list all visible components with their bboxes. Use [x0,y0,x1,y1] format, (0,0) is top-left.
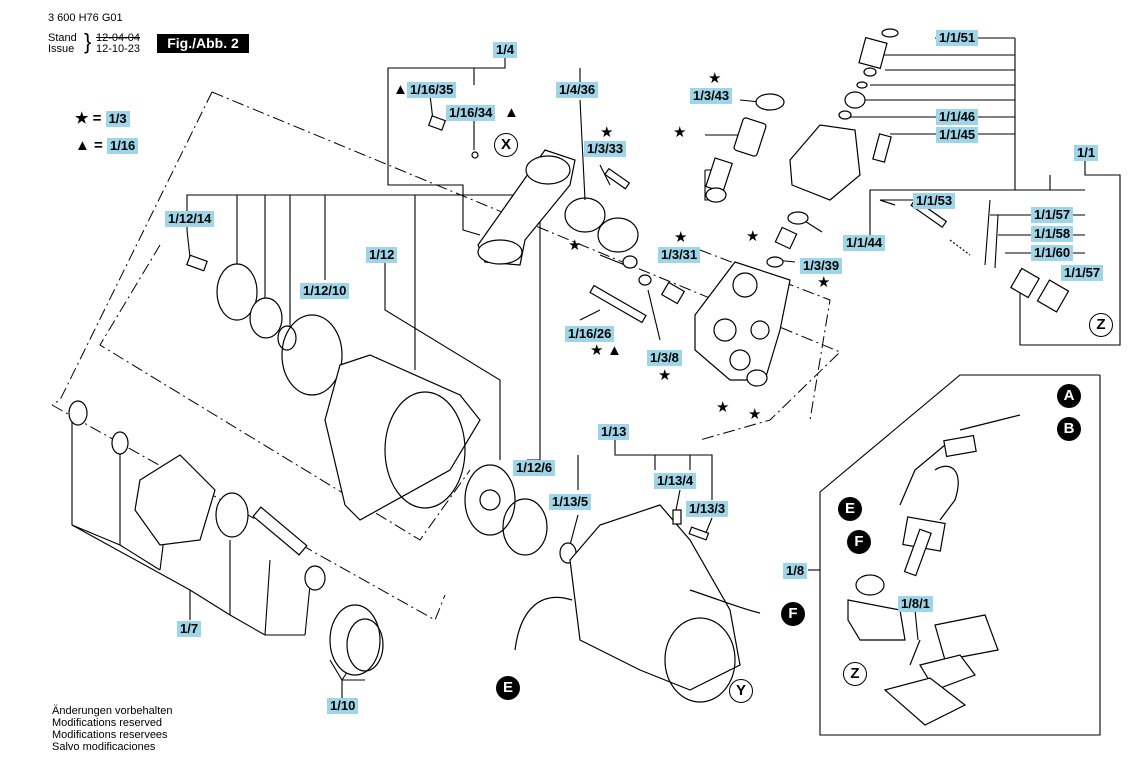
issue-date: 12-10-23 [96,43,141,55]
star-icon: ★ [674,229,688,246]
part-label: 1/16/26 [565,326,615,342]
part-label: 1/8 [783,563,808,579]
part-label: 1/16/35 [407,82,457,98]
part-shapes [68,28,1070,726]
part-label: 1/12/6 [513,460,556,476]
part-label: 1/10 [327,698,359,714]
part-label: 1/1/45 [936,127,979,143]
star-icon: ★ [817,274,831,291]
motor-housing [324,354,481,521]
legend-equals: = [94,137,103,154]
star-icon: ★ [600,124,614,141]
part-label: 1/13/5 [549,494,592,510]
footer-notes: Änderungen vorbehalten Modifications res… [52,705,172,753]
star-icon: ★ [708,70,722,87]
connector-f-icon: F [781,602,805,626]
part-label: 1/7 [177,621,202,637]
issue-label: Issue [48,43,75,55]
figure-badge: Fig./Abb. 2 [157,34,249,53]
triangle-icon: ▲ [504,104,519,121]
footer-line: Salvo modificaciones [52,741,156,753]
star-icon: ★ [590,342,604,359]
star-icon: ★ [568,237,582,254]
footer-line: Modifications reservees [52,729,168,741]
legend-triangle: ▲ = 1/16 [75,137,139,155]
part-label: 1/1/57 [1031,207,1074,223]
header-brace: } [84,29,92,54]
connector-z-icon: Z [1089,313,1113,337]
star-icon: ★ [75,110,89,127]
part-label: 1/1/60 [1031,245,1074,261]
stand-date: 12-04-04 [96,32,141,44]
part-label: 1/3/33 [584,141,627,157]
part-label: 1/1/44 [843,235,886,251]
part-label: 1/3/8 [647,350,682,366]
triangle-icon: ▲ [607,342,622,359]
part-label: 1/12/14 [165,211,215,227]
part-label: 1/1/53 [913,193,956,209]
connector-e-icon: E [838,497,862,521]
part-label: 1/16/34 [446,105,496,121]
triangle-icon: ▲ [75,137,90,154]
connector-y-icon: Y [729,679,753,703]
part-label: 1/1/58 [1031,226,1074,242]
connector-e-icon: E [496,676,520,700]
stand-label: Stand [48,32,77,44]
star-icon: ★ [673,124,687,141]
part-label: 1/1 [1074,145,1099,161]
switch-cover [934,614,999,661]
legend-star-ref: 1/3 [105,111,130,127]
part-label: 1/12/10 [300,283,350,299]
part-label: 1/3/31 [658,247,701,263]
legend-triangle-ref: 1/16 [106,138,139,154]
connector-x-icon: X [494,133,518,157]
part-label: 1/13/3 [686,501,729,517]
legend-star: ★ = 1/3 [75,110,130,128]
part-label: 1/1/57 [1061,265,1104,281]
part-label: 1/1/51 [936,30,979,46]
footer-line: Änderungen vorbehalten [52,705,173,717]
part-label: 1/3/39 [800,258,843,274]
part-label: 1/8/1 [898,596,933,612]
part-label: 1/13/4 [654,473,697,489]
part-label: 1/4 [493,42,518,58]
connector-a-icon: A [1057,384,1081,408]
leader-lines [71,37,1121,736]
star-icon: ★ [716,399,730,416]
part-label: 1/12 [366,247,398,263]
gear-housing [569,504,741,691]
connector-z-icon: Z [843,662,867,686]
valve-housing [789,124,861,201]
star-icon: ★ [658,367,672,384]
document-number: 3 600 H76 G01 [48,12,123,24]
part-label: 1/4/36 [556,82,599,98]
connector-b-icon: B [1057,417,1081,441]
star-icon: ★ [748,406,762,423]
star-icon: ★ [746,228,760,245]
part-label: 1/13 [598,424,630,440]
part-label: 1/3/43 [690,88,733,104]
connector-f-icon: F [847,530,871,554]
part-label: 1/1/46 [936,109,979,125]
footer-line: Modifications reserved [52,717,163,729]
pump-head [694,261,791,381]
legend-equals: = [92,110,102,127]
triangle-icon: ▲ [393,81,408,98]
end-cap [134,454,216,546]
